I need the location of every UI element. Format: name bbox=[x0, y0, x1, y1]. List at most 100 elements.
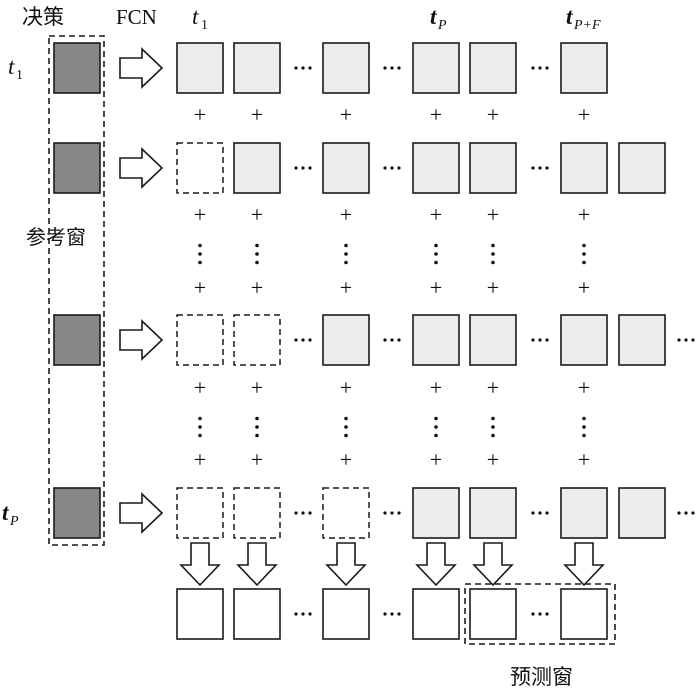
prediction-window-label: 预测窗 bbox=[510, 665, 573, 689]
plus-sign: + bbox=[578, 275, 590, 300]
ellipsis-icon bbox=[397, 166, 401, 170]
ellipsis-icon bbox=[545, 166, 549, 170]
masked-cell bbox=[176, 487, 224, 539]
filled-cell bbox=[560, 487, 608, 539]
filled-cell bbox=[412, 487, 460, 539]
svg-text:P+F: P+F bbox=[573, 18, 601, 33]
fcn-arrow-icon bbox=[119, 492, 164, 534]
ellipsis-icon bbox=[538, 66, 542, 70]
ellipsis-icon bbox=[390, 511, 394, 515]
plus-sign: + bbox=[578, 102, 590, 127]
fcn-arrow-icon bbox=[119, 47, 164, 89]
reference-window-label: 参考窗 bbox=[26, 225, 86, 249]
ellipsis-icon bbox=[383, 511, 387, 515]
filled-cell bbox=[233, 142, 281, 194]
output-cell bbox=[176, 588, 224, 640]
plus-sign: + bbox=[430, 202, 442, 227]
vdots-icon bbox=[491, 425, 495, 429]
plus-sign: + bbox=[578, 375, 590, 400]
ellipsis-icon bbox=[691, 511, 695, 515]
filled-cell bbox=[233, 42, 281, 94]
ellipsis-icon bbox=[390, 166, 394, 170]
filled-cell bbox=[469, 42, 517, 94]
ellipsis-icon bbox=[538, 166, 542, 170]
plus-sign: + bbox=[194, 375, 206, 400]
filled-cell bbox=[176, 42, 224, 94]
vdots-icon bbox=[434, 243, 438, 248]
ellipsis-icon bbox=[383, 338, 387, 342]
plus-sign: + bbox=[487, 447, 499, 472]
plus-sign: + bbox=[194, 102, 206, 127]
plus-sign: + bbox=[340, 447, 352, 472]
ellipsis-icon bbox=[383, 166, 387, 170]
ellipsis-icon bbox=[684, 511, 688, 515]
ellipsis-icon bbox=[383, 66, 387, 70]
ellipsis-icon bbox=[397, 511, 401, 515]
plus-sign: + bbox=[194, 275, 206, 300]
vdots-icon bbox=[344, 433, 348, 438]
row-label-tP: t P bbox=[2, 500, 19, 529]
vdots-icon bbox=[491, 252, 495, 256]
output-cell bbox=[412, 588, 460, 640]
svg-text:1: 1 bbox=[16, 68, 23, 83]
fcn-arrow-icon bbox=[119, 147, 164, 189]
ellipsis-icon bbox=[397, 66, 401, 70]
fcn-arrow-icon bbox=[119, 319, 164, 361]
ellipsis-icon bbox=[294, 338, 298, 342]
ellipsis-icon bbox=[531, 166, 535, 170]
vdots-icon bbox=[582, 433, 586, 438]
vdots-icon bbox=[344, 425, 348, 429]
decision-cell bbox=[53, 142, 101, 194]
ellipsis-icon bbox=[545, 511, 549, 515]
ellipsis-icon bbox=[390, 338, 394, 342]
vdots-icon bbox=[198, 252, 202, 256]
plus-sign: + bbox=[340, 102, 352, 127]
plus-sign: + bbox=[194, 202, 206, 227]
ellipsis-icon bbox=[308, 338, 312, 342]
output-arrow-icon bbox=[415, 542, 457, 587]
reference-window bbox=[48, 35, 105, 546]
filled-cell bbox=[469, 487, 517, 539]
plus-sign: + bbox=[251, 375, 263, 400]
ellipsis-icon bbox=[531, 511, 535, 515]
vdots-icon bbox=[255, 416, 259, 421]
ellipsis-icon bbox=[538, 338, 542, 342]
plus-sign: + bbox=[430, 102, 442, 127]
prediction-window bbox=[464, 583, 616, 645]
output-arrow-icon bbox=[236, 542, 278, 587]
svg-text:t: t bbox=[192, 4, 199, 29]
ellipsis-icon bbox=[390, 612, 394, 616]
vdots-icon bbox=[344, 416, 348, 421]
plus-sign: + bbox=[487, 102, 499, 127]
ellipsis-icon bbox=[545, 66, 549, 70]
svg-text:t: t bbox=[8, 54, 15, 79]
vdots-icon bbox=[198, 243, 202, 248]
vdots-icon bbox=[491, 243, 495, 248]
output-cell bbox=[233, 588, 281, 640]
output-cell bbox=[560, 588, 608, 640]
fcn-label: FCN bbox=[116, 5, 157, 29]
plus-sign: + bbox=[340, 275, 352, 300]
plus-sign: + bbox=[340, 375, 352, 400]
filled-cell bbox=[322, 42, 370, 94]
ellipsis-icon bbox=[677, 338, 681, 342]
filled-cell bbox=[469, 142, 517, 194]
decision-cell bbox=[53, 487, 101, 539]
ellipsis-icon bbox=[301, 612, 305, 616]
masked-cell bbox=[176, 142, 224, 194]
plus-sign: + bbox=[194, 447, 206, 472]
ellipsis-icon bbox=[301, 511, 305, 515]
vdots-icon bbox=[344, 252, 348, 256]
output-arrow-icon bbox=[563, 542, 605, 587]
svg-text:P: P bbox=[9, 514, 19, 529]
vdots-icon bbox=[198, 425, 202, 429]
plus-sign: + bbox=[487, 375, 499, 400]
ellipsis-icon bbox=[538, 612, 542, 616]
ellipsis-icon bbox=[301, 66, 305, 70]
row-label-t1: t 1 bbox=[8, 54, 23, 83]
plus-sign: + bbox=[578, 202, 590, 227]
ellipsis-icon bbox=[383, 612, 387, 616]
ellipsis-icon bbox=[301, 166, 305, 170]
vdots-icon bbox=[582, 425, 586, 429]
